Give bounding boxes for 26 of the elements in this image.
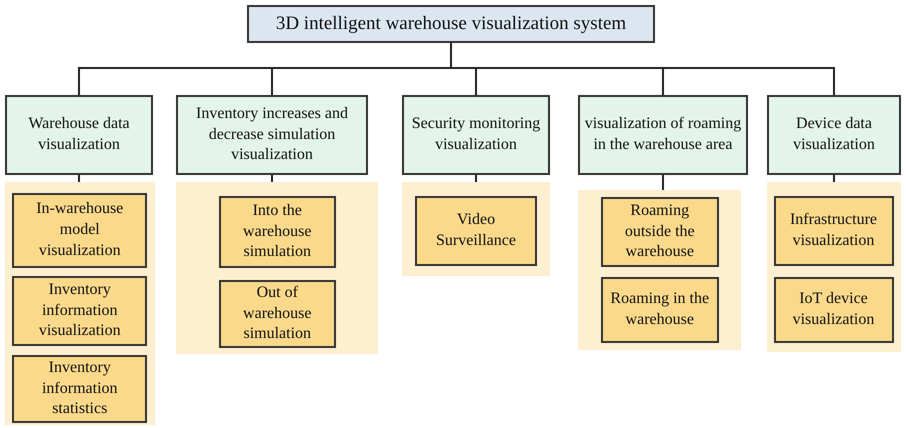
category-box: Security monitoring visualization [402, 95, 550, 175]
item-box: Inventory information statistics [12, 355, 148, 423]
root-box: 3D intelligent warehouse visualization system [247, 5, 655, 43]
category-box: Warehouse data visualization [5, 95, 153, 175]
connector-line [78, 175, 80, 182]
group-panel [5, 182, 155, 425]
category-box: Inventory increases and decrease simulation visualization [176, 95, 368, 175]
group-panel [176, 182, 378, 354]
group-panel [402, 182, 550, 276]
group-panel [578, 190, 741, 350]
item-box: Out of warehouse simulation [218, 280, 336, 348]
item-box: Into the warehouse simulation [218, 196, 336, 268]
connector-line [271, 175, 273, 182]
connector-line [662, 175, 664, 190]
connector-line [833, 175, 835, 182]
item-box: Video Surveillance [415, 196, 537, 266]
category-box: Device data visualization [767, 95, 901, 175]
item-box: Inventory information visualization [12, 276, 148, 346]
item-box: Roaming in the warehouse [600, 277, 719, 343]
item-box: Infrastructure visualization [774, 196, 894, 266]
item-box: Roaming outside the warehouse [600, 197, 719, 267]
item-box: In-warehouse model visualization [12, 193, 148, 268]
item-box: IoT device visualization [774, 277, 894, 343]
connector-line [475, 175, 477, 182]
category-box: visualization of roaming in the warehouse area [578, 95, 748, 175]
group-panel [767, 182, 901, 352]
